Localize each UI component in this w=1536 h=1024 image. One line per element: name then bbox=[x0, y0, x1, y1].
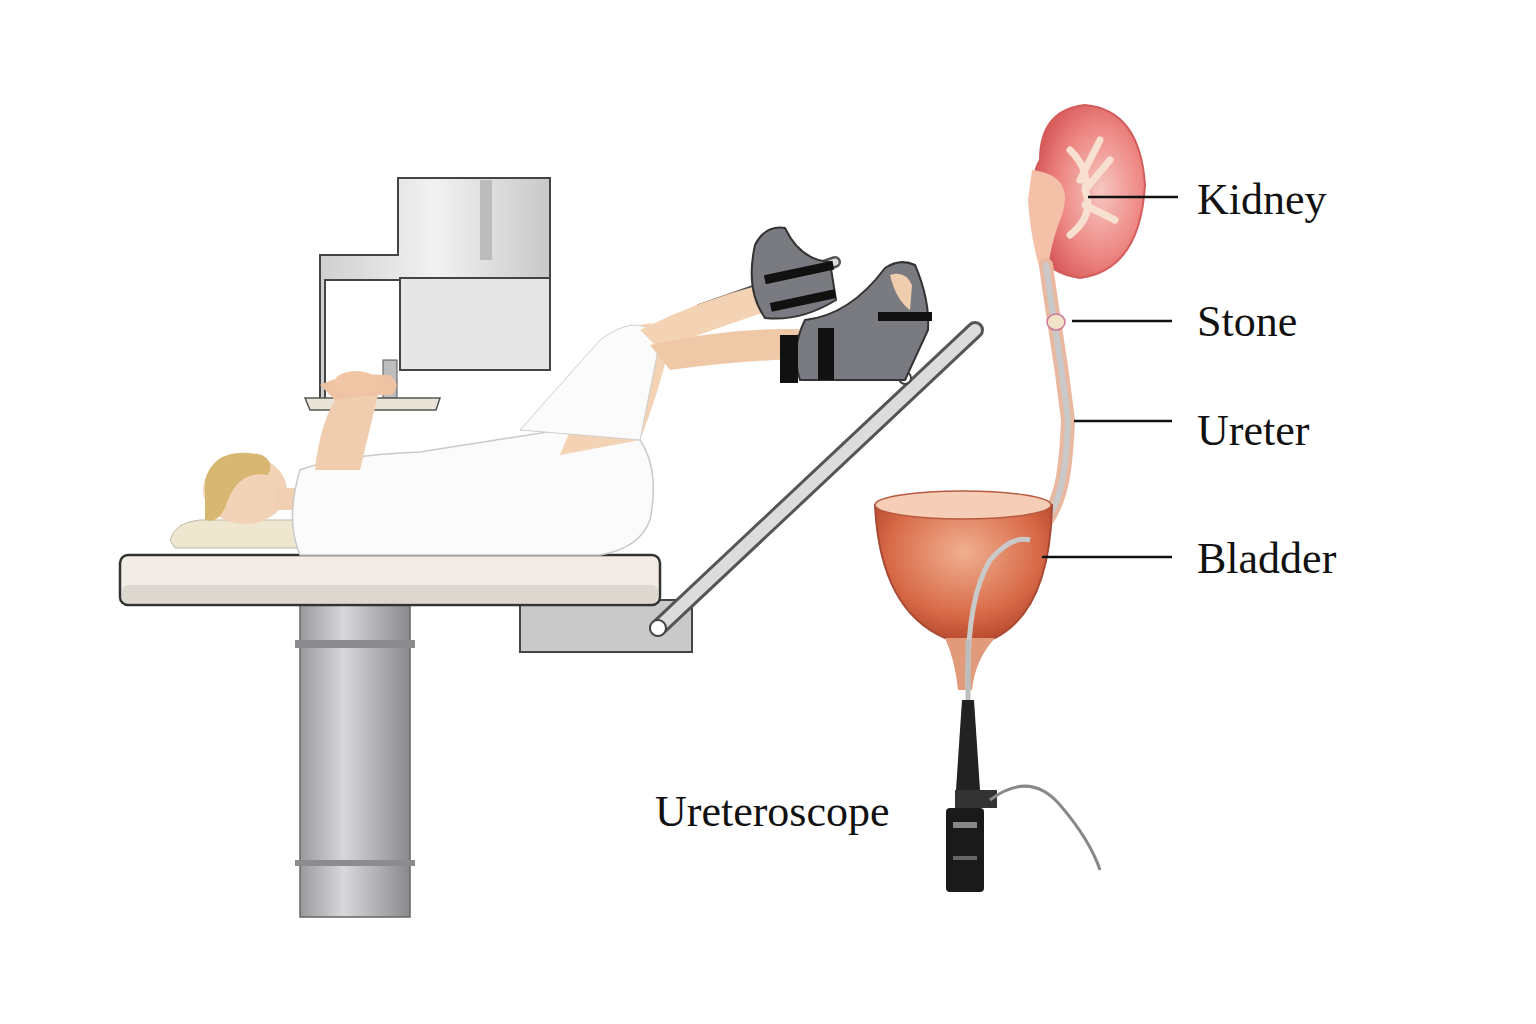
leader-line bbox=[1088, 196, 1178, 199]
table bbox=[120, 262, 975, 917]
part-label: Ureter bbox=[1197, 409, 1309, 453]
leader-line bbox=[1042, 556, 1172, 559]
x-ray-unit bbox=[305, 178, 550, 410]
leader-line bbox=[1074, 420, 1172, 423]
leader-lines bbox=[1042, 197, 1178, 557]
part-label: Bladder bbox=[1197, 537, 1336, 581]
patient bbox=[170, 228, 932, 555]
part-label: Stone bbox=[1197, 300, 1297, 344]
leader-line bbox=[1072, 320, 1172, 323]
part-label: Kidney bbox=[1197, 178, 1327, 222]
part-label: Ureteroscope bbox=[655, 790, 890, 834]
urinary-tract bbox=[875, 105, 1145, 892]
